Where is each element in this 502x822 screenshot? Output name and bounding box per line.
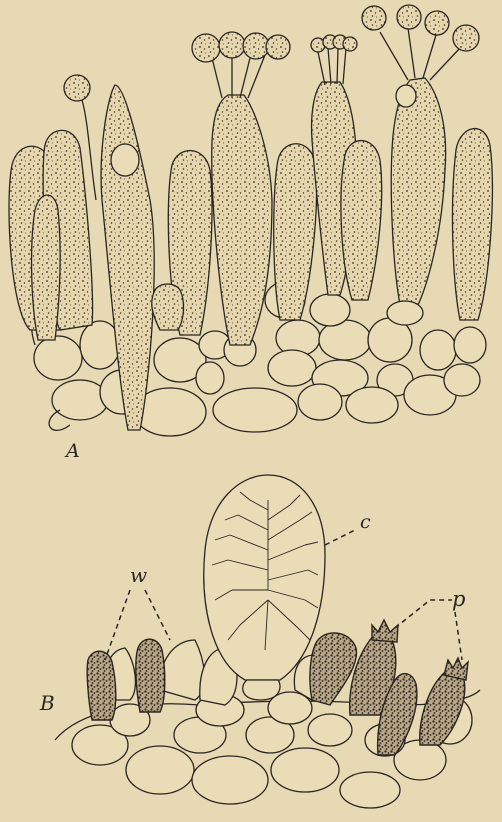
panel-b-drawing bbox=[55, 475, 480, 808]
label-w: w bbox=[130, 563, 147, 587]
label-c: c bbox=[360, 511, 371, 533]
c-leader bbox=[325, 530, 355, 545]
panel-b-label: B bbox=[39, 691, 55, 715]
panel-a-label: A bbox=[64, 440, 80, 462]
panel-a-drawing bbox=[9, 5, 492, 436]
label-p: p bbox=[452, 587, 465, 611]
